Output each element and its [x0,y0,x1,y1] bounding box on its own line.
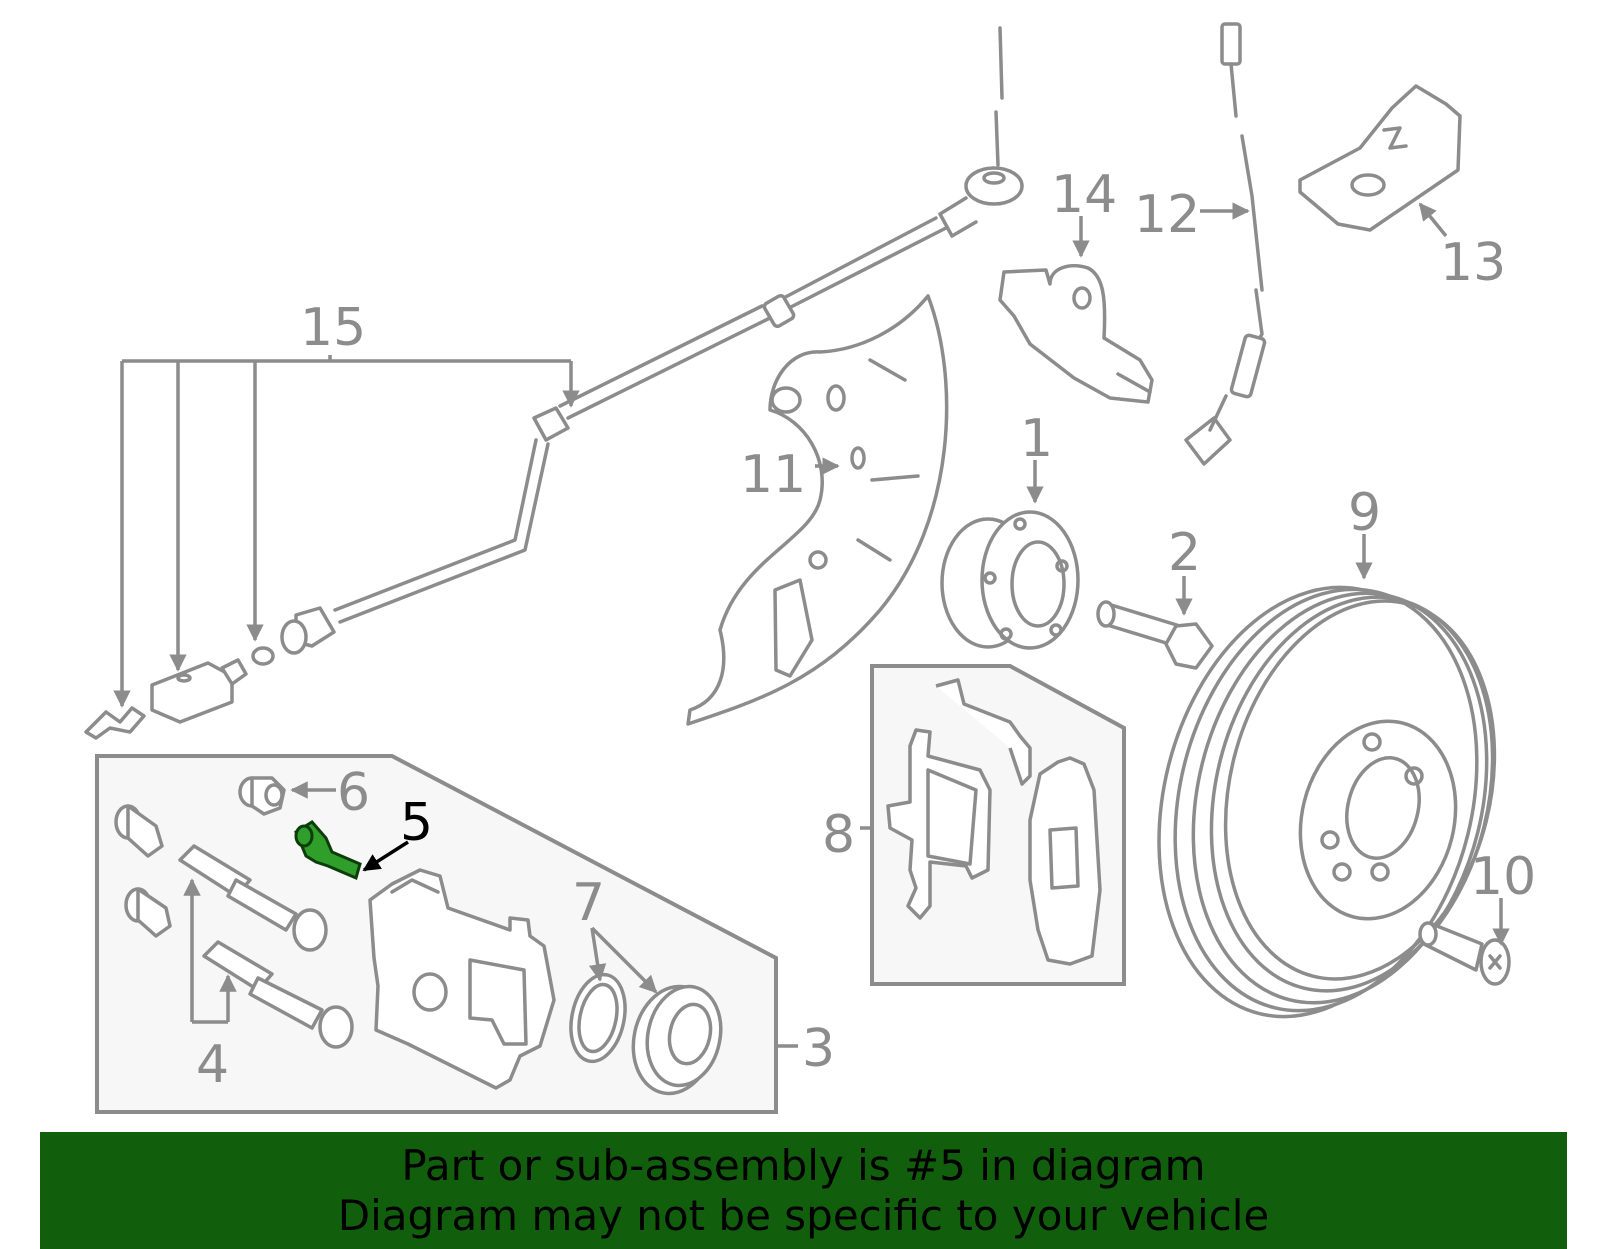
part-5-bleeder-screw[interactable] [294,820,362,881]
callout-8: 8 [822,805,855,865]
part-4-guide-pins[interactable] [114,804,354,1049]
part-3-caliper[interactable] [368,868,556,1090]
part-1-wheel-hub[interactable] [940,510,1080,650]
part-10-rotor-screw[interactable] [1418,921,1511,986]
callout-5: 5 [400,793,433,853]
part-14-bracket[interactable] [998,263,1154,404]
part-13-heat-shield[interactable] [1298,84,1462,232]
callout-13: 13 [1440,233,1506,293]
banner-line-2: Diagram may not be specific to your vehi… [337,1190,1270,1240]
callout-3: 3 [802,1019,835,1079]
part-2-hub-bolt[interactable] [1096,600,1214,670]
part-12-sensor-cable[interactable] [1184,22,1267,466]
callout-4: 4 [196,1035,229,1095]
part-8-brake-pads[interactable] [886,678,1102,966]
callout-7-leaders [588,926,658,994]
callout-12: 12 [1134,185,1200,245]
part-9-brake-rotor[interactable] [1116,555,1533,1050]
callout-15: 15 [300,298,366,358]
info-banner: Part or sub-assembly is #5 in diagram Di… [40,1132,1567,1249]
callout-10: 10 [1470,847,1536,907]
callout-11: 11 [740,445,806,505]
banner-line-1: Part or sub-assembly is #5 in diagram [401,1140,1206,1190]
callout-9: 9 [1348,483,1381,543]
callout-14: 14 [1051,165,1117,225]
part-15-sensor-harness[interactable] [84,26,1024,740]
callout-6: 6 [337,763,370,823]
part-7-piston-seal[interactable] [563,970,729,1102]
callout-4-leaders [183,878,237,1024]
callout-7: 7 [572,873,605,933]
callout-2: 2 [1168,523,1201,583]
part-11-splash-shield[interactable] [686,294,949,726]
callout-15-leaders [113,355,580,708]
part-6-dust-cap[interactable] [238,776,286,816]
callout-1: 1 [1020,409,1053,469]
